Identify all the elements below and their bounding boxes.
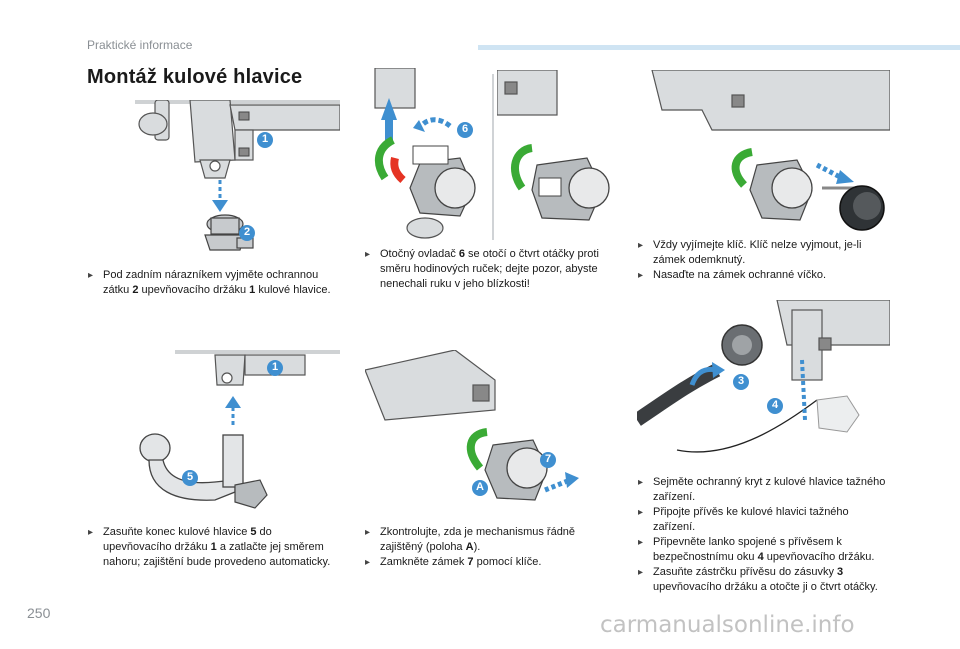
caption-knob-turn: Otočný ovladač 6 se otočí o čtvrt otáčky… (365, 247, 615, 292)
instruction-step: Připevněte lanko spojené s přívěsem k be… (638, 535, 888, 565)
section-header: Praktické informace (87, 38, 193, 52)
instruction-step: Otočný ovladač 6 se otočí o čtvrt otáčky… (365, 247, 615, 292)
illustration-trailer-connect: 3 4 (637, 300, 890, 465)
instruction-step: Zasuňte zástrčku přívěsu do zásuvky 3 up… (638, 565, 888, 595)
callout-label: 2 (243, 226, 251, 238)
callout-label: 1 (261, 133, 269, 145)
callout-label: 6 (461, 123, 469, 135)
instruction-step: Nasaďte na zámek ochranné víčko. (638, 268, 896, 283)
instruction-step: Připojte přívěs ke kulové hlavici tažnéh… (638, 505, 888, 535)
header-bar (478, 45, 960, 50)
illustration-key-remove (622, 70, 890, 240)
caption-key-remove: Vždy vyjímejte klíč. Klíč nelze vyjmout,… (638, 238, 896, 283)
caption-trailer-connect: Sejměte ochranný kryt z kulové hlavice t… (638, 475, 888, 595)
illustration-remove-plug: 1 2 (135, 100, 340, 260)
instruction-step: Zkontrolujte, zda je mechanismus řádně z… (365, 525, 615, 555)
illustration-check-lock: 7 A (365, 350, 585, 515)
watermark: carmanualsonline.info (600, 612, 855, 638)
instruction-step: Pod zadním nárazníkem vyjměte ochrannou … (88, 268, 343, 298)
instruction-step: Sejměte ochranný kryt z kulové hlavice t… (638, 475, 888, 505)
illustration-knob-turn: 6 (365, 68, 485, 243)
caption-remove-plug: Pod zadním nárazníkem vyjměte ochrannou … (88, 268, 343, 298)
callout-label: 4 (771, 399, 779, 411)
page-title: Montáž kulové hlavice (87, 66, 303, 88)
callout-circle (257, 132, 273, 148)
callout-label: 5 (186, 471, 194, 483)
caption-check-lock: Zkontrolujte, zda je mechanismus řádně z… (365, 525, 615, 570)
instruction-step: Zamkněte zámek 7 pomocí klíče. (365, 555, 615, 570)
instruction-step: Vždy vyjímejte klíč. Klíč nelze vyjmout,… (638, 238, 896, 268)
callout-label: A (476, 481, 484, 493)
divider (492, 74, 494, 240)
callout-circle (239, 225, 255, 241)
callout-label: 3 (737, 375, 745, 387)
caption-insert-ball: Zasuňte konec kulové hlavice 5 do upevňo… (88, 525, 343, 570)
illustration-knob-locked (497, 70, 612, 240)
callout-label: 7 (544, 453, 552, 465)
instruction-step: Zasuňte konec kulové hlavice 5 do upevňo… (88, 525, 343, 570)
illustration-insert-ball: 1 5 (135, 350, 340, 520)
callout-label: 1 (271, 361, 279, 373)
page-number: 250 (27, 605, 51, 621)
